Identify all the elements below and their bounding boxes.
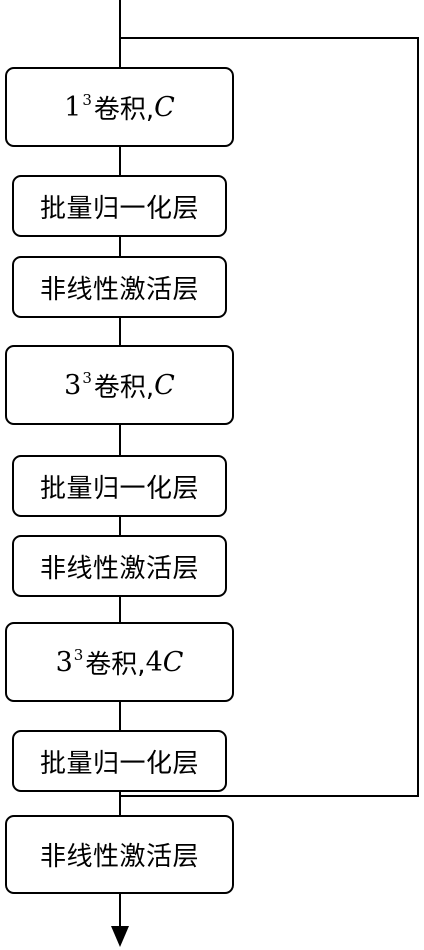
batch-norm-block-1: 批量归一化层 (12, 175, 227, 237)
conv-3x3-block-1: 33 卷积, C (5, 345, 234, 425)
channel-count: C (154, 91, 175, 123)
activation-block-2: 非线性激活层 (12, 535, 227, 597)
conv-label: 卷积, (93, 94, 155, 125)
block-label: 非线性激活层 (39, 842, 199, 872)
block-label: 批量归一化层 (39, 193, 199, 224)
channel-count: C (162, 646, 184, 678)
channel-count: C (154, 369, 175, 401)
block-label: 非线性激活层 (39, 274, 199, 305)
block-label: 批量归一化层 (39, 473, 199, 504)
output-arrow-icon (111, 926, 129, 947)
conv-1x1-block: 13 卷积, C (5, 67, 234, 147)
block-label: 非线性激活层 (39, 553, 199, 584)
kernel-size: 13 (64, 90, 92, 123)
batch-norm-block-3: 批量归一化层 (12, 730, 227, 792)
skip-connection-line (120, 37, 419, 797)
kernel-size: 33 (55, 645, 84, 678)
conv-label: 卷积, (85, 649, 146, 680)
activation-block-1: 非线性激活层 (12, 256, 227, 318)
block-label: 批量归一化层 (39, 748, 199, 779)
kernel-size: 33 (64, 368, 92, 401)
channel-multiplier: 4 (145, 646, 163, 678)
conv-label: 卷积, (93, 372, 155, 403)
batch-norm-block-2: 批量归一化层 (12, 455, 227, 517)
activation-block-3: 非线性激活层 (5, 815, 234, 894)
